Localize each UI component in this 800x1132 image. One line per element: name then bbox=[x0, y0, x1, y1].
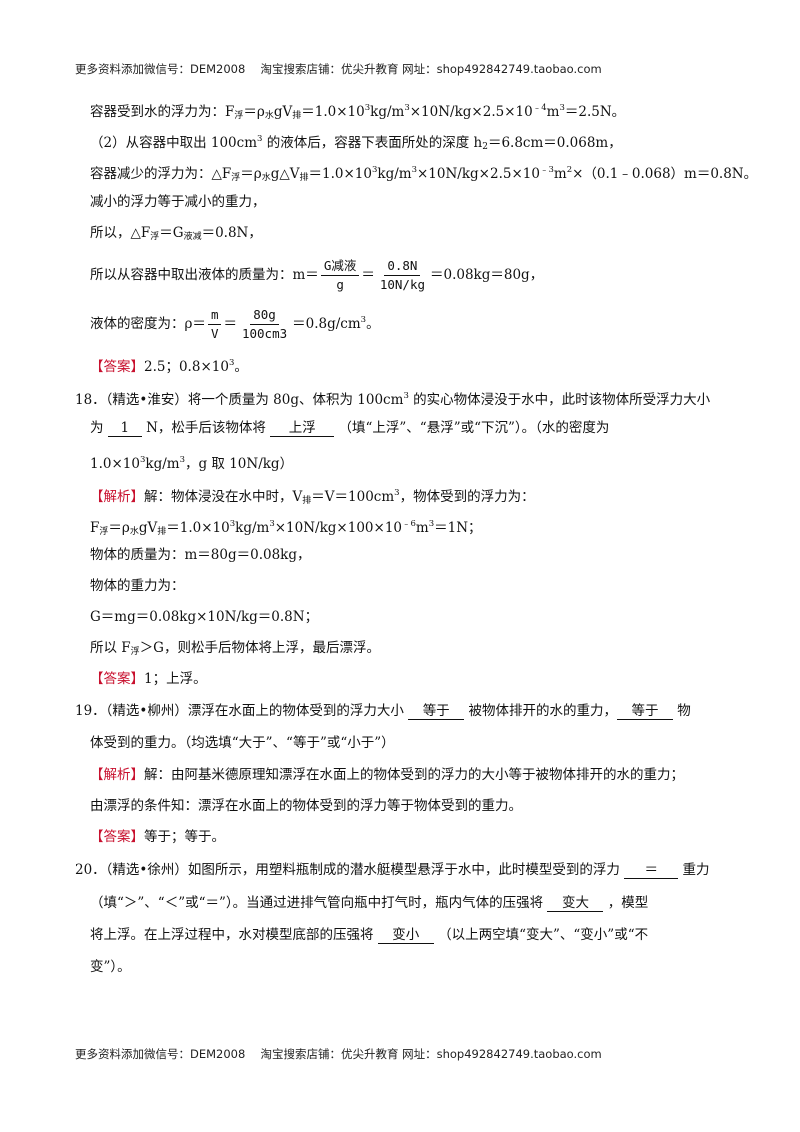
answer-blank: 变小 bbox=[377, 927, 434, 944]
q18-stem-line3: 1.0×103kg/m3，g 取 10N/kg） bbox=[90, 455, 294, 472]
page-footer: 更多资料添加微信号：DEM2008 淘宝搜索店铺：优尖升教育 网址：shop49… bbox=[75, 1047, 602, 1061]
q17-text-line: 减小的浮力等于减小的重力， bbox=[90, 194, 266, 210]
answer-blank: ＝ bbox=[624, 862, 679, 879]
q18-solution-line1: 【解析】解：物体浸没在水中时，V排＝V＝100cm3，物体受到的浮力为： bbox=[90, 488, 535, 506]
q20-stem-line4: 变”）。 bbox=[90, 959, 131, 975]
q19-stem-line1: 19．（精选•柳州）漂浮在水面上的物体受到的浮力大小 等于 被物体排开的水的重力… bbox=[75, 703, 691, 720]
answer-blank: 变大 bbox=[547, 895, 604, 912]
q18-solution-line2: F浮＝ρ水gV排＝1.0×103kg/m3×10N/kg×100×10﹣6m3＝… bbox=[90, 519, 482, 537]
answer-blank: 1 bbox=[107, 420, 142, 437]
q17-delta-line: 所以，△F浮＝G液减＝0.8N， bbox=[90, 225, 262, 242]
q20-stem-line3: 将上浮。在上浮过程中，水对模型底部的压强将 变小 （以上两空填“变大”、“变小”… bbox=[90, 927, 649, 944]
answer-blank: 等于 bbox=[616, 703, 673, 720]
q19-answer: 【答案】等于；等于。 bbox=[90, 829, 225, 845]
q17-reduced-buoyancy-line: 容器减少的浮力为：△F浮＝ρ水g△V排＝1.0×103kg/m3×10N/kg×… bbox=[90, 165, 758, 183]
q18-answer: 【答案】1；上浮。 bbox=[90, 671, 207, 687]
q19-stem-line2: 体受到的重力。（均选填“大于”、“等于”或“小于”） bbox=[90, 735, 395, 751]
q18-solution-line5: G＝mg＝0.08kg×10N/kg＝0.8N； bbox=[90, 609, 319, 625]
page-header: 更多资料添加微信号：DEM2008 淘宝搜索店铺：优尖升教育 网址：shop49… bbox=[75, 62, 602, 76]
q20-stem-line1: 20．（精选•徐州）如图所示，用塑料瓶制成的潜水艇模型悬浮于水中，此时模型受到的… bbox=[75, 862, 710, 879]
q17-answer: 【答案】2.5；0.8×103。 bbox=[90, 358, 248, 375]
q17-buoyancy-line: 容器受到水的浮力为：F浮＝ρ水gV排＝1.0×103kg/m3×10N/kg×2… bbox=[90, 103, 626, 121]
q18-solution-line6: 所以 F浮＞G，则松手后物体将上浮，最后漂浮。 bbox=[90, 640, 380, 657]
q18-stem-line2: 为 1 N，松手后该物体将 上浮 （填“上浮”、“悬浮”或“下沉”）。（水的密度… bbox=[90, 420, 610, 437]
q20-stem-line2: （填“＞”、“＜”或“＝”）。当通过进排气管向瓶中打气时，瓶内气体的压强将 变大… bbox=[90, 895, 649, 912]
q19-solution-line2: 由漂浮的条件知：漂浮在水面上的物体受到的浮力等于物体受到的重力。 bbox=[90, 798, 522, 814]
q18-solution-line3: 物体的质量为：m＝80g＝0.08kg， bbox=[90, 547, 311, 563]
q18-solution-line4: 物体的重力为： bbox=[90, 578, 185, 594]
answer-blank: 上浮 bbox=[270, 420, 335, 437]
answer-blank: 等于 bbox=[408, 703, 465, 720]
q19-solution-line1: 【解析】解：由阿基米德原理知漂浮在水面上的物体受到的浮力的大小等于被物体排开的水… bbox=[90, 767, 684, 783]
q18-stem-line1: 18．（精选•淮安）将一个质量为 80g、体积为 100cm3 的实心物体浸没于… bbox=[75, 391, 711, 408]
q17-part2-line: （2）从容器中取出 100cm3 的液体后，容器下表面所处的深度 h2＝6.8c… bbox=[90, 134, 622, 152]
